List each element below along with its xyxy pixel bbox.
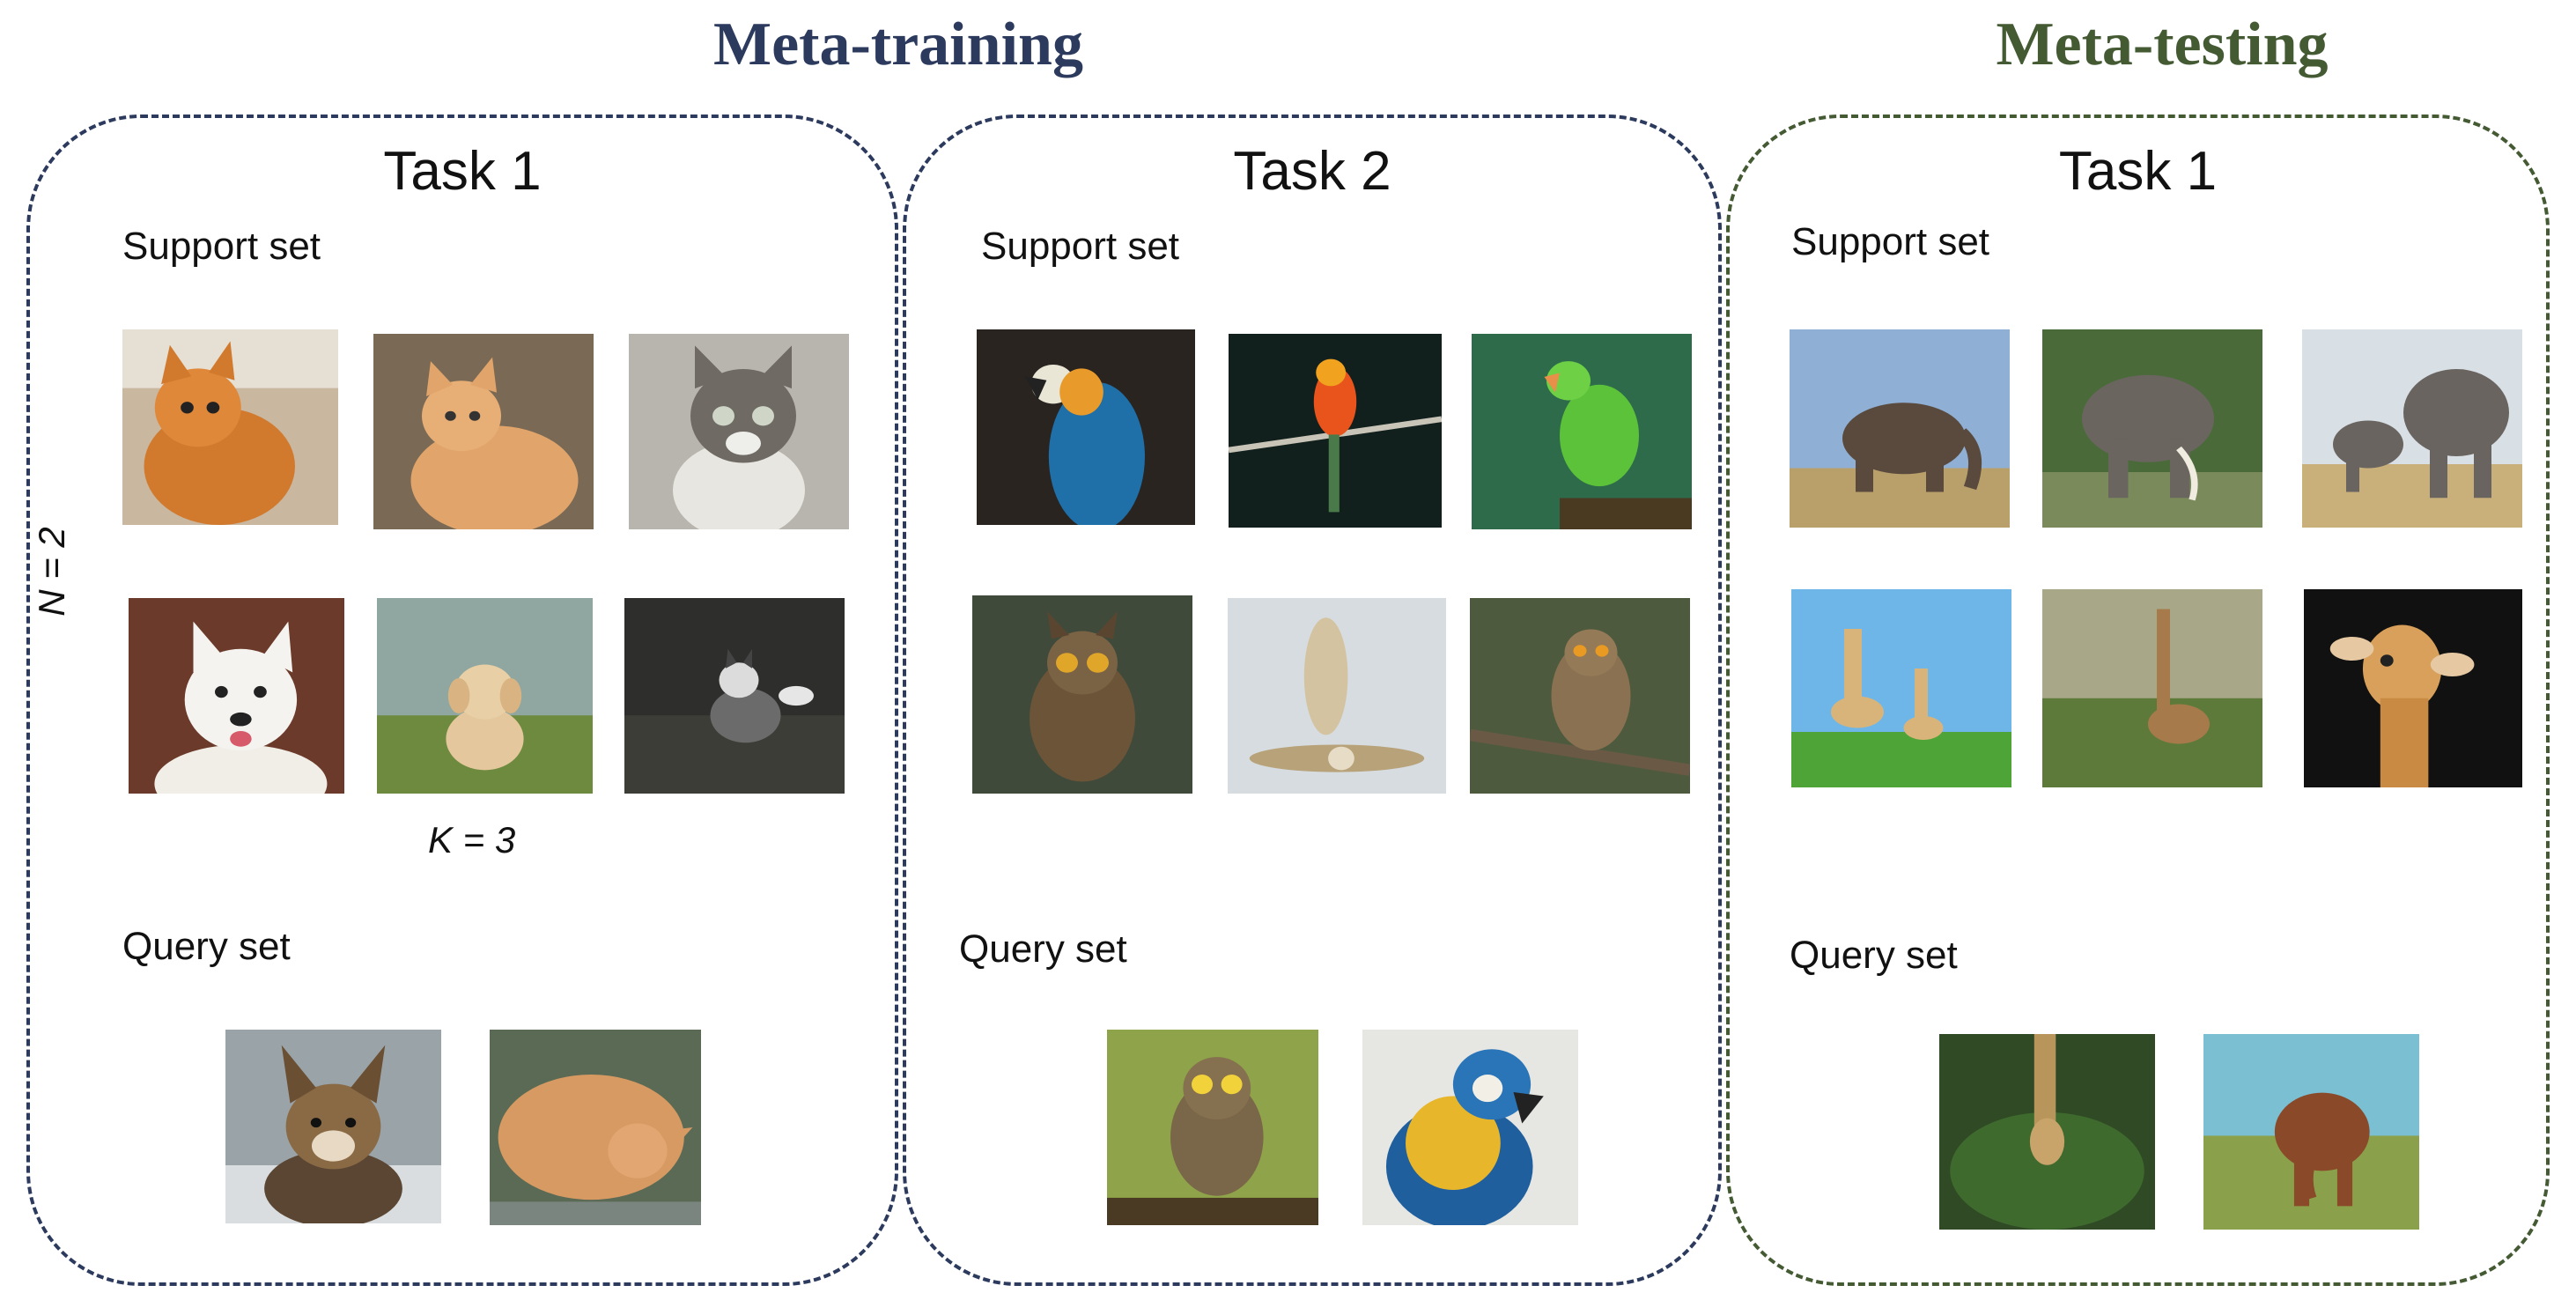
task-title: Task 1 [2058, 141, 2218, 202]
support-image-elephant [1790, 329, 2010, 528]
task-panel-test-1: Task 1 Support set Query set [1726, 115, 2550, 1286]
phase-title-meta-training: Meta-training [713, 11, 1083, 78]
query-image-giraffe [1939, 1034, 2155, 1230]
task-panel-train-1: Task 1 Support set N = 2 K = 3 Query set [26, 115, 898, 1286]
task-title: Task 2 [1233, 141, 1391, 202]
support-image-owl [1228, 598, 1446, 794]
query-image-elephant [2203, 1034, 2419, 1230]
query-image-dog [225, 1030, 441, 1223]
support-image-giraffe [2042, 589, 2262, 787]
support-image-cat [122, 329, 338, 525]
support-image-elephant [2042, 329, 2262, 528]
n-ways-annotation: N = 2 [31, 527, 72, 617]
support-image-cat [373, 334, 594, 529]
support-image-cat [629, 334, 849, 529]
query-image-owl [1107, 1030, 1318, 1225]
task-title: Task 1 [383, 141, 542, 202]
support-image-owl [972, 595, 1192, 794]
k-shots-annotation: K = 3 [428, 819, 516, 861]
query-image-parrot [1362, 1030, 1578, 1225]
support-set-label: Support set [122, 225, 321, 268]
phase-title-meta-testing: Meta-testing [1996, 11, 2329, 78]
support-image-owl [1470, 598, 1690, 794]
support-image-parrot [977, 329, 1195, 525]
support-set-label: Support set [1791, 220, 1990, 263]
query-set-label: Query set [122, 925, 291, 968]
support-image-parrot [1229, 334, 1442, 528]
support-image-giraffe [1791, 589, 2011, 787]
query-set-label: Query set [1790, 934, 1958, 977]
support-set-label: Support set [981, 225, 1180, 268]
support-image-elephant [2302, 329, 2522, 528]
support-image-dog [624, 598, 845, 794]
support-image-dog [129, 598, 344, 794]
support-image-parrot [1472, 334, 1692, 529]
task-panel-train-2: Task 2 Support set Query set [903, 115, 1722, 1286]
support-image-giraffe [2304, 589, 2522, 787]
support-image-dog [377, 598, 593, 794]
query-set-label: Query set [959, 927, 1127, 971]
query-image-cat [490, 1030, 701, 1225]
